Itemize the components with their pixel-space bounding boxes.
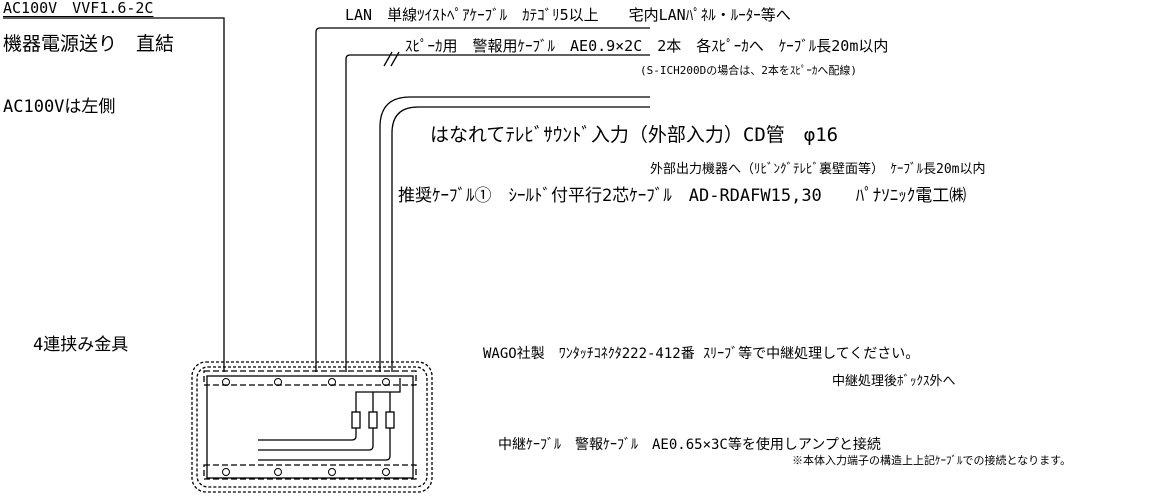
- power-side-label: AC100Vは左側: [3, 97, 116, 117]
- box-top-dashed: [203, 370, 417, 386]
- tv-input-label: はなれてﾃﾚﾋﾞｻｳﾝﾄﾞ入力（外部入力）CD管 φ16: [430, 124, 839, 146]
- relay-wires-out: [258, 428, 391, 461]
- external-device-label: 外部出力機器へ（ﾘﾋﾞﾝｸﾞﾃﾚﾋﾞ裏壁面等） ｹｰﾌﾞﾙ長20m以内: [650, 162, 986, 177]
- wago-note-label: WAGO社製 ﾜﾝﾀｯﾁｺﾈｸﾀ222-412番 ｽﾘｰﾌﾞ等で中継処理してくだ…: [483, 346, 920, 362]
- slash-mark: [383, 51, 400, 67]
- box-outer-dashed: [191, 361, 433, 493]
- relay-note-label: ※本体入力端子の構造上上記ｹｰﾌﾞﾙでの接続となります。: [792, 454, 1072, 467]
- relay-connectors: [351, 411, 395, 429]
- recommended-cable-label: 推奨ｹｰﾌﾞﾙ① ｼｰﾙﾄﾞ付平行2芯ｹｰﾌﾞﾙ AD-RDAFW15,30 ﾊ…: [398, 186, 967, 206]
- power-cable-label: AC100V VVF1.6-2C: [3, 0, 154, 17]
- relay-cable-label: 中継ｹｰﾌﾞﾙ 警報ｹｰﾌﾞﾙ AE0.65×3C等を使用しアンプと接続: [498, 437, 881, 453]
- cd-pipe-outer: [379, 96, 650, 372]
- bracket-label: 4連挟み金具: [33, 335, 129, 355]
- lan-cable-label: LAN 単線ﾂｲｽﾄﾍﾟｱｹｰﾌﾞﾙ ｶﾃｺﾞﾘ5以上 宅内LANﾊﾟﾈﾙ・ﾙｰ…: [345, 6, 791, 24]
- speaker-note-label: (S-ICH200Dの場合は、2本をｽﾋﾟｰｶへ配線): [640, 64, 857, 77]
- screws: [222, 378, 390, 476]
- speaker-cable-label: ｽﾋﾟｰｶ用 警報用ｹｰﾌﾞﾙ AE0.9×2C 2本 各ｽﾋﾟｰｶへ ｹｰﾌﾞ…: [405, 37, 889, 55]
- speaker-cable-line: [345, 54, 650, 372]
- box-bottom-dashed: [203, 464, 417, 480]
- box-inner-frame: [206, 375, 414, 479]
- relay-wires-top: [355, 378, 401, 412]
- lan-cable-line: [315, 27, 650, 372]
- power-cable-line: [3, 17, 225, 372]
- after-relay-label: 中継処理後ﾎﾞｯｸｽ外へ: [832, 374, 956, 389]
- cd-pipe-inner: [391, 106, 650, 372]
- power-feed-label: 機器電源送り 直結: [3, 33, 175, 55]
